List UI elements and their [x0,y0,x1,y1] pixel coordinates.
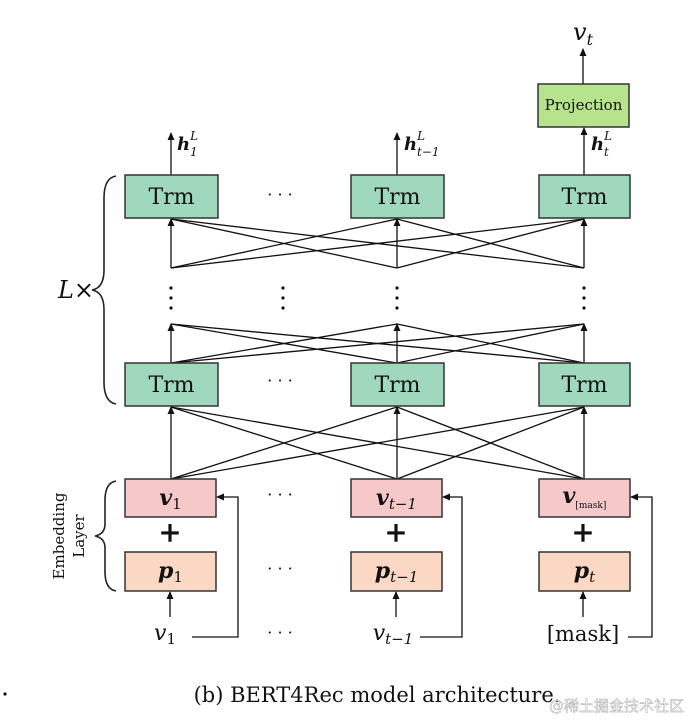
vdot-3-1 [582,296,586,300]
embed-v-1 [124,478,217,518]
margin-dot [3,692,7,696]
embed-v-2-label: vt−1 [376,485,417,513]
fan-embed-to-trm-1-0 [170,406,398,480]
trm-top-3-label: Trm [561,185,607,210]
repeat-brace [91,175,117,405]
trm-top-2-label: Trm [374,185,420,210]
repeat-label: L× [57,276,94,304]
embed-v-3-label: v[mask] [563,483,607,511]
trm-bottom-3 [538,362,631,407]
embedding-p-row: p1 pt−1 pt [124,551,631,592]
embed-v-3 [538,478,631,518]
trm-bottom-3-label: Trm [561,373,607,398]
vdot-1-0 [281,286,285,290]
watermark: @稀土掘金技术社区 [549,697,684,715]
output-vt: vt [573,18,594,49]
vdot-2-2 [395,306,399,310]
input-mask: [mask] [547,622,619,646]
input-vt-1: vt−1 [373,621,414,648]
embed-p-1 [124,551,217,592]
trm-top-2 [350,174,445,219]
plus-2: + [384,516,407,549]
vdot-1-1 [281,296,285,300]
trm-bottom-row: Trm Trm Trm [124,362,631,407]
embed-v-2 [350,478,443,518]
fan-into-top-trm-2-1 [396,218,585,269]
fan-embed-to-trm-2-1 [396,406,585,480]
embed-p-3-label: pt [574,558,596,586]
vertical-ellipsis [169,286,586,310]
fan-trm-up-2-0 [170,323,585,364]
vdot-2-1 [395,296,399,300]
vdot-0-0 [169,286,173,290]
embed-v-1-label: v1 [159,485,181,513]
trm-top-row: Trm Trm Trm [124,174,631,219]
embedding-v-row: v1 vt−1 v[mask] [124,478,631,518]
fan-trm-up-1-0 [170,323,398,364]
fan-embed-to-trm-2-0 [170,406,585,480]
embed-p-3 [538,551,631,592]
plus-1: + [158,516,181,549]
projection-label: Projection [545,96,623,114]
ellipsis-embed-p: · · · [267,559,292,578]
ellipsis-top: · · · [267,185,292,204]
vdot-3-0 [582,286,586,290]
fan-into-top-trm-1-0 [170,218,398,269]
caption: (b) BERT4Rec model architecture. [194,683,561,707]
embed-p-2-label: pt−1 [375,558,419,586]
projection-box [537,83,630,128]
trm-top-1-label: Trm [148,185,194,210]
ellipsis-bottom: · · · [267,371,292,390]
ellipsis-embed-v: · · · [267,485,292,504]
vdot-3-2 [582,306,586,310]
trm-top-3 [538,174,631,219]
embed-p-2 [350,551,443,592]
embedding-brace [94,480,117,592]
vdot-0-2 [169,306,173,310]
fan-into-top-trm-2-0 [170,218,585,269]
side-path-2 [420,493,463,638]
side-path-3 [628,493,653,638]
side-path-1 [192,493,239,638]
trm-bottom-1-label: Trm [148,373,194,398]
trm-top-1 [124,174,219,219]
input-v1: v1 [154,621,176,648]
plus-3: + [571,516,594,549]
trm-bottom-2 [350,362,445,407]
trm-bottom-2-label: Trm [374,373,420,398]
vdot-2-0 [395,286,399,290]
ellipsis-input: · · · [267,623,292,642]
connection-lines [166,48,653,638]
trm-bottom-1 [124,362,219,407]
vdot-0-1 [169,296,173,300]
fan-trm-up-2-1 [396,323,585,364]
embed-p-1-label: p1 [158,558,183,586]
vdot-1-2 [281,306,285,310]
